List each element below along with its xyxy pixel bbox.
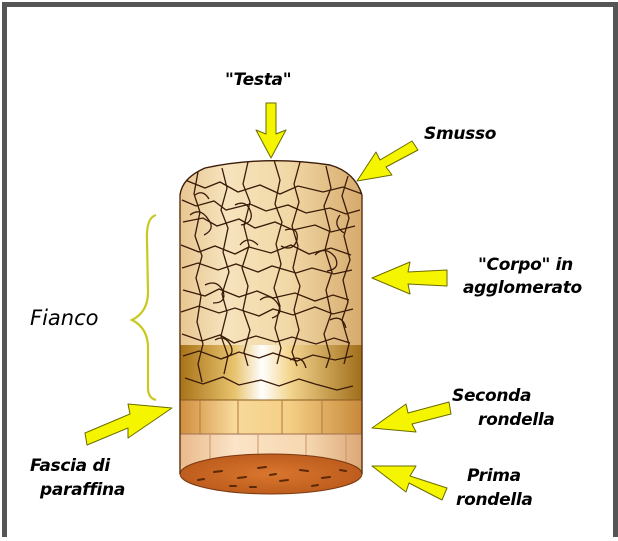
cork-stopper	[180, 160, 365, 494]
label-prima-line1: Prima	[467, 466, 521, 487]
label-fascia-line1: Fascia di	[30, 456, 110, 477]
arrow-seconda	[372, 402, 451, 432]
label-corpo-line2: agglomerato	[463, 278, 582, 299]
arrow-fascia	[85, 404, 172, 445]
frame-left-border	[2, 2, 7, 537]
fianco-brace	[132, 215, 156, 400]
frame-top-border	[2, 2, 618, 7]
arrow-testa	[256, 103, 286, 158]
arrow-prima	[372, 466, 447, 500]
arrow-smusso	[357, 141, 418, 181]
label-prima-line2: rondella	[456, 490, 533, 511]
label-seconda-line2: rondella	[478, 410, 555, 431]
label-testa: "Testa"	[225, 70, 291, 91]
label-fianco: Fianco	[30, 306, 99, 330]
label-corpo-line1: "Corpo" in	[478, 255, 573, 276]
label-fascia-line2: paraffina	[40, 480, 125, 501]
second-disc-band	[180, 400, 362, 434]
frame-right-border	[613, 2, 618, 537]
label-smusso: Smusso	[424, 124, 496, 145]
arrow-corpo	[372, 262, 447, 294]
label-seconda-line1: Seconda	[452, 386, 531, 407]
